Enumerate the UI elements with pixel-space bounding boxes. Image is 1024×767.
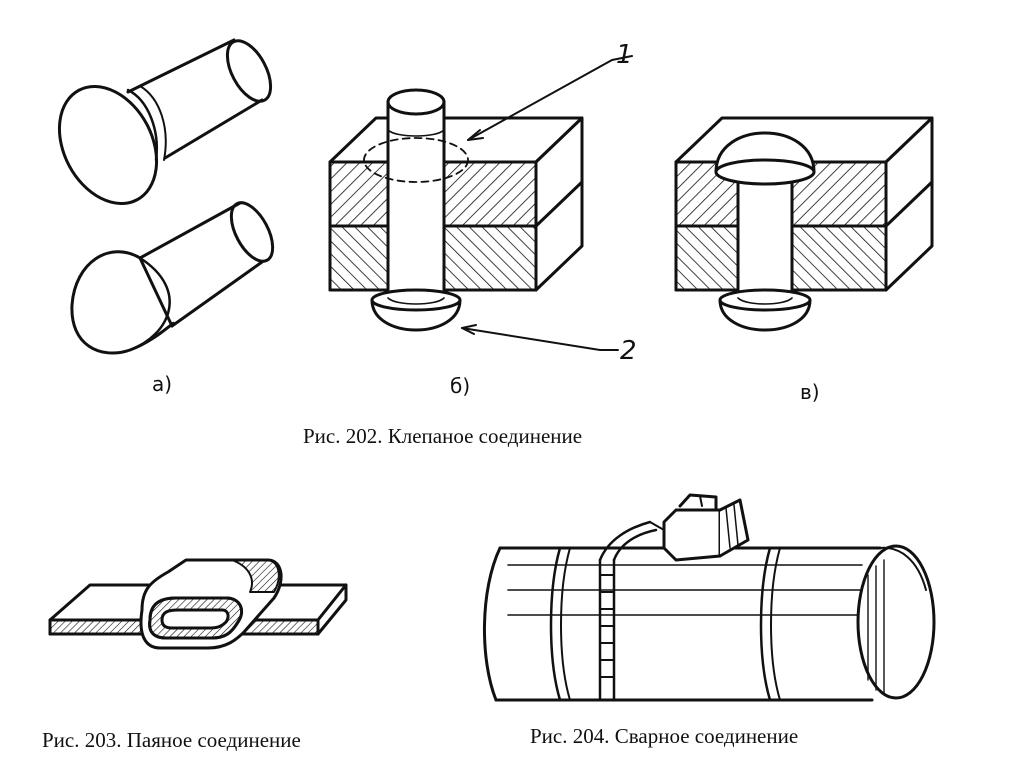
callout-1: 1 [616, 40, 633, 70]
soldered-seam-drawing [48, 558, 348, 650]
caption-fig-204: Рис. 204. Сварное соединение [530, 724, 799, 748]
leader-line-2 [461, 327, 619, 351]
welded-tank-drawing [482, 493, 936, 702]
caption-fig-202: Рис. 202. Клепаное соединение [303, 424, 583, 448]
riveted-plates-v-drawing [674, 116, 934, 332]
sub-label-b: б) [450, 374, 471, 398]
leader-line-1 [467, 55, 633, 141]
countersunk-rivet-drawing [57, 38, 273, 206]
round-head-rivet-drawing [70, 201, 275, 355]
sub-label-v: в) [800, 380, 820, 404]
riveted-plates-b-drawing [328, 88, 584, 332]
callout-2: 2 [620, 336, 637, 366]
sub-label-a: а) [152, 372, 173, 396]
caption-fig-203: Рис. 203. Паяное соединение [42, 728, 301, 752]
leader-arrow-1 [467, 129, 484, 141]
leader-arrow-2 [461, 324, 477, 335]
